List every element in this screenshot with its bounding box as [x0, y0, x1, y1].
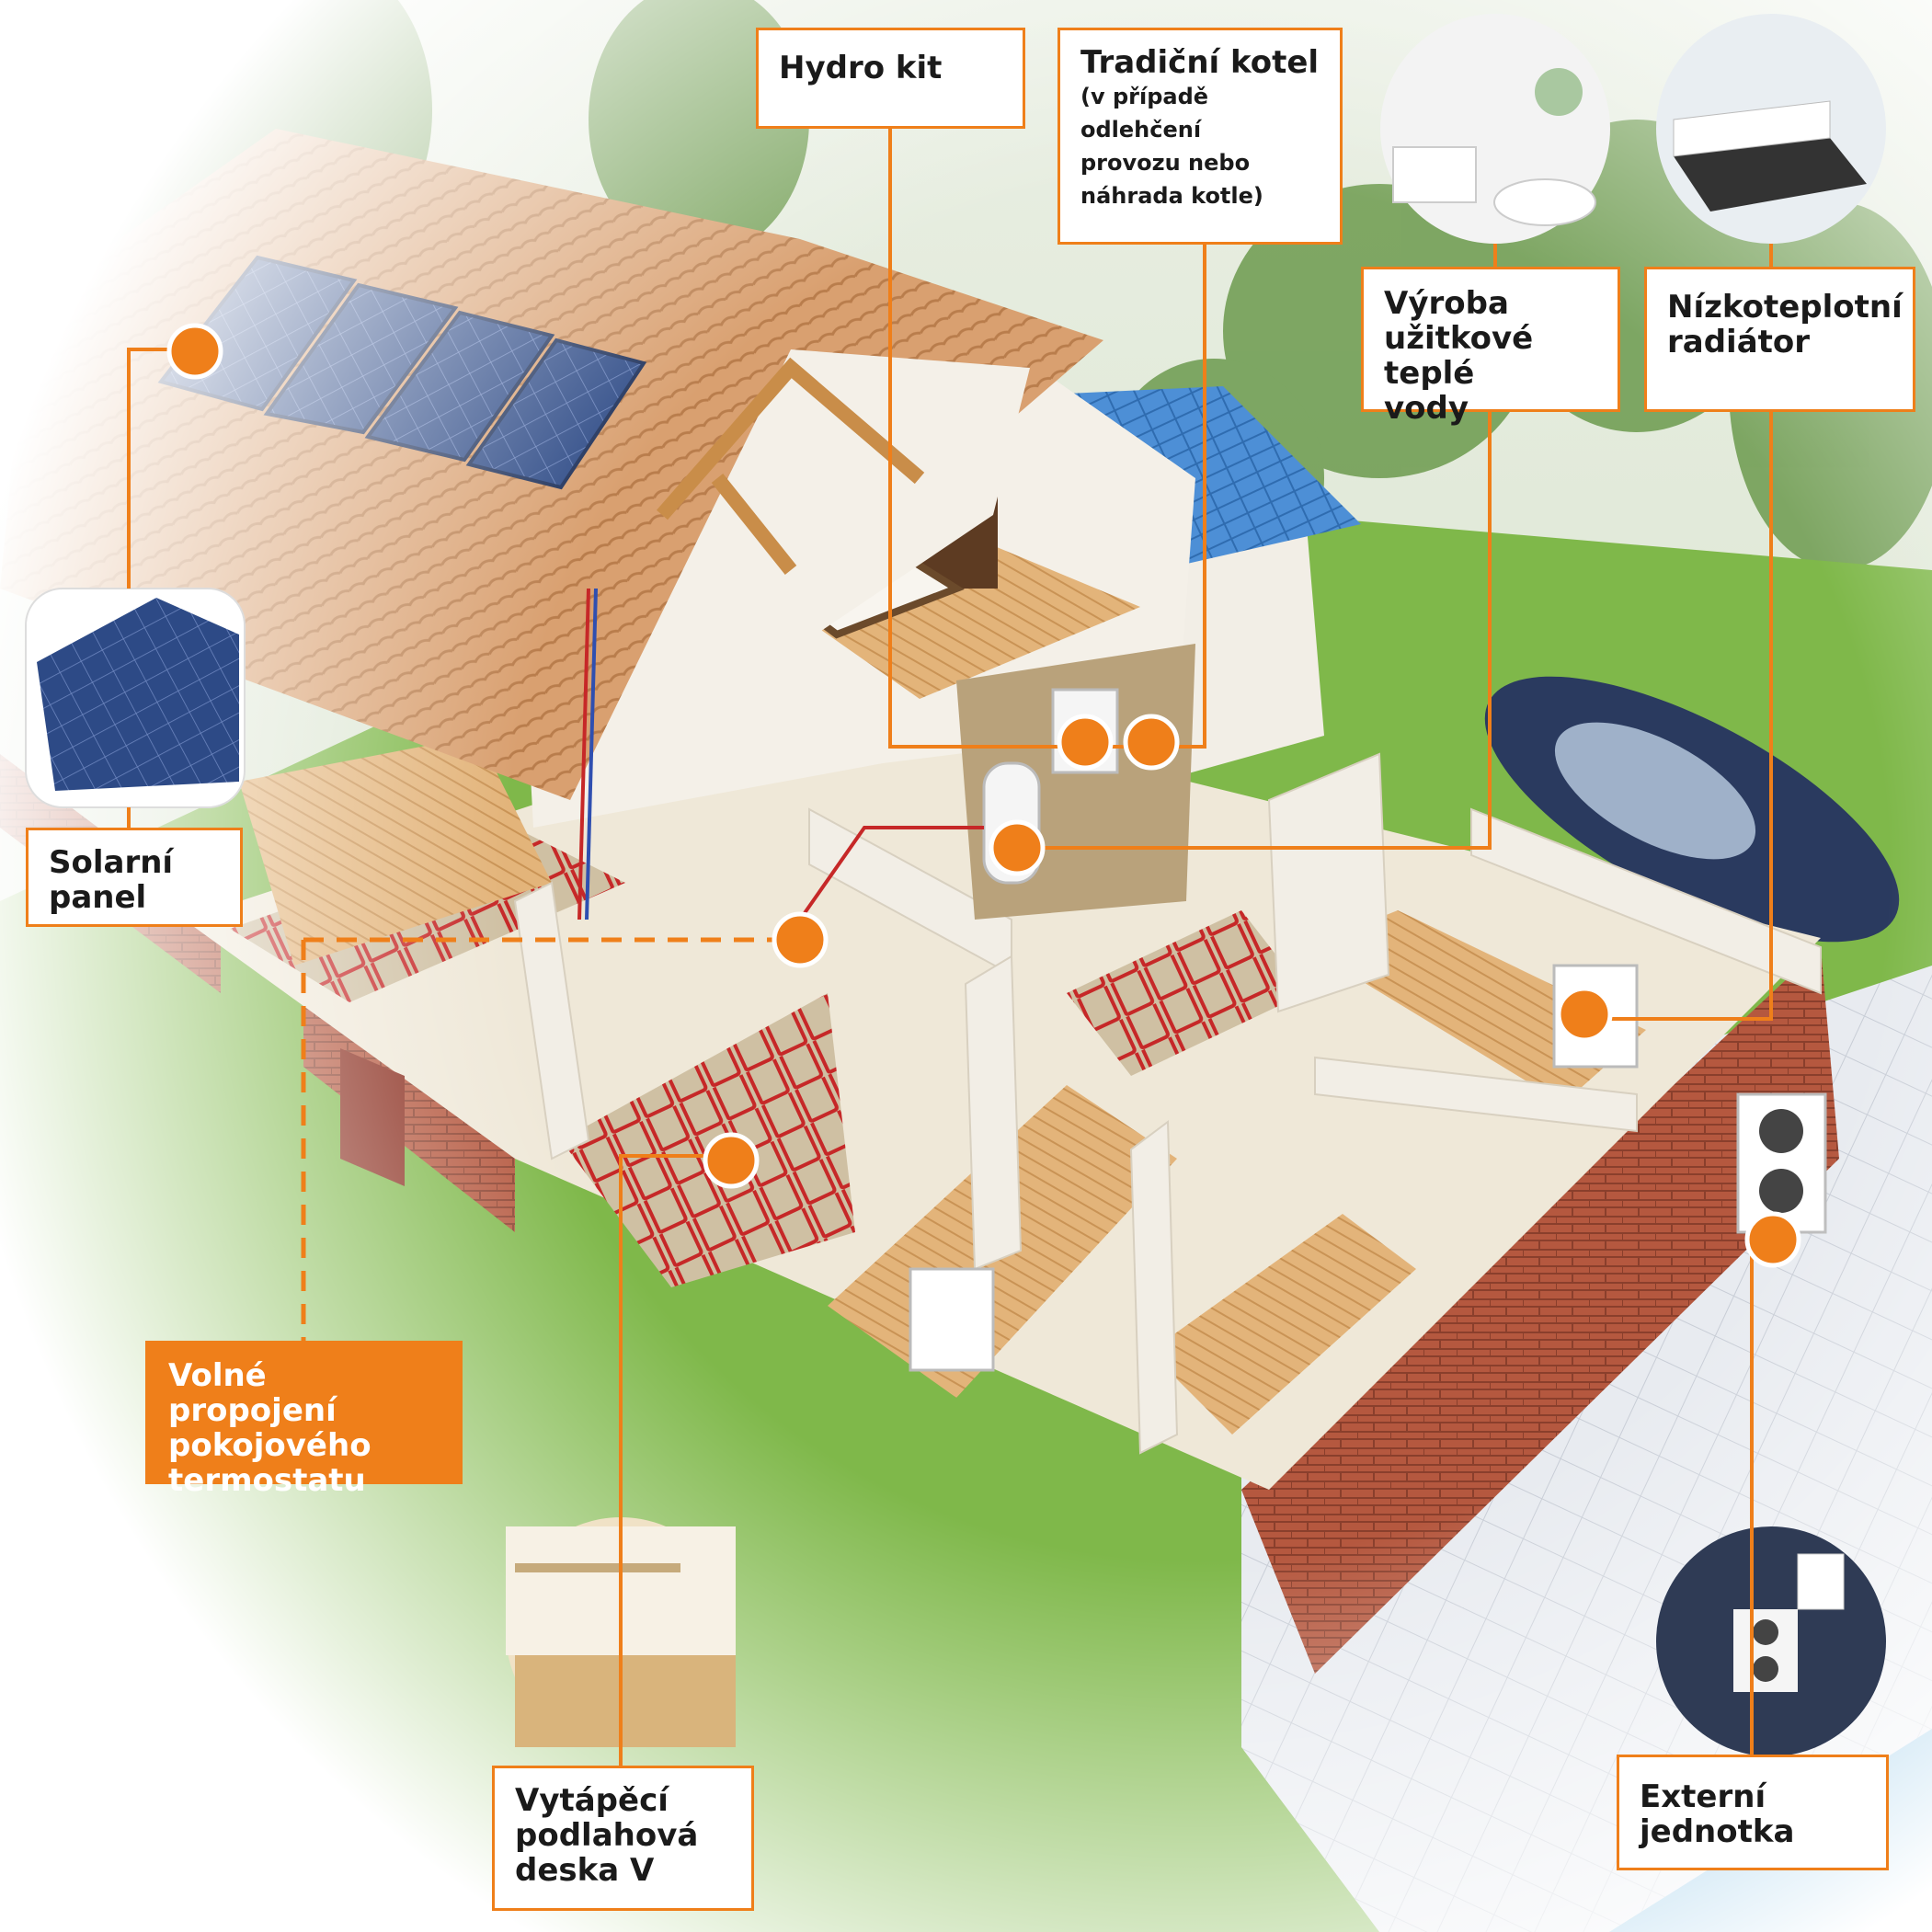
label-radiator-line-2: radiátor — [1667, 324, 1811, 360]
label-thermostat-line-1: Volné propojení — [168, 1357, 337, 1429]
callout-dot-solar — [166, 323, 223, 380]
label-solar-line-1: Solarní — [49, 844, 174, 881]
label-tradicni-kotel-note-2: provozu nebo — [1080, 150, 1251, 176]
bedroom-inset-photo — [1656, 14, 1886, 244]
line-radiator2 — [1584, 410, 1773, 1021]
label-solar-panel: Solarní panel — [26, 828, 243, 927]
callout-dot-hydro — [1057, 714, 1114, 771]
label-thermostat-line-2: pokojového — [168, 1427, 372, 1464]
label-hydro-kit: Hydro kit — [756, 28, 1025, 129]
label-thermostat-line-3: termostatu — [168, 1462, 366, 1499]
label-external-line-2: jednotka — [1640, 1813, 1795, 1850]
label-vyroba-line-2: užitkové teplé — [1384, 320, 1534, 392]
label-floor-line-2: podlahová — [515, 1817, 699, 1854]
solar-inset-photo — [25, 588, 246, 808]
label-thermostat: Volné propojení pokojového termostatu — [145, 1341, 463, 1498]
callout-dot-thermostat — [772, 911, 829, 968]
label-radiator: Nízkoteplotní radiátor — [1644, 267, 1915, 412]
label-radiator-line-1: Nízkoteplotní — [1667, 289, 1903, 326]
label-vyroba-tuv: Výroba užitkové teplé vody — [1361, 267, 1620, 426]
callout-dot-floor — [703, 1132, 760, 1189]
callout-dot-radiator — [1556, 986, 1613, 1043]
thermostat-dashed-line — [301, 937, 786, 1341]
label-tradicni-kotel-note-1: (v případě odlehčení — [1080, 84, 1209, 143]
label-tradicni-kotel-note-3: náhrada kotle) — [1080, 183, 1263, 209]
label-floor-line-3: deska V — [515, 1852, 655, 1889]
line-hydro — [888, 125, 1126, 749]
label-solar-line-2: panel — [49, 879, 147, 916]
label-tradicni-kotel-title: Tradiční kotel — [1080, 44, 1320, 81]
label-external-unit: Externí jednotka — [1617, 1755, 1889, 1870]
label-floor-heating: Vytápěcí podlahová deska V — [492, 1766, 754, 1911]
external-unit-inset-photo — [1656, 1526, 1886, 1756]
bathroom-inset-photo — [1380, 14, 1610, 244]
label-external-line-1: Externí — [1640, 1778, 1766, 1815]
callout-dot-vyroba — [989, 819, 1046, 876]
label-tradicni-kotel: Tradiční kotel (v případě odlehčení prov… — [1057, 28, 1343, 245]
line-vyroba2 — [1017, 410, 1492, 850]
callout-dot-external — [1744, 1211, 1801, 1268]
callout-dot-kotel — [1123, 714, 1180, 771]
label-hydro-kit-text: Hydro kit — [779, 50, 943, 86]
line-floor — [619, 1154, 726, 1767]
label-vyroba-line-1: Výroba — [1384, 285, 1509, 322]
label-floor-line-1: Vytápěcí — [515, 1782, 669, 1819]
callout-dots — [166, 323, 1801, 1268]
label-vyroba-line-3: vody — [1384, 390, 1469, 427]
